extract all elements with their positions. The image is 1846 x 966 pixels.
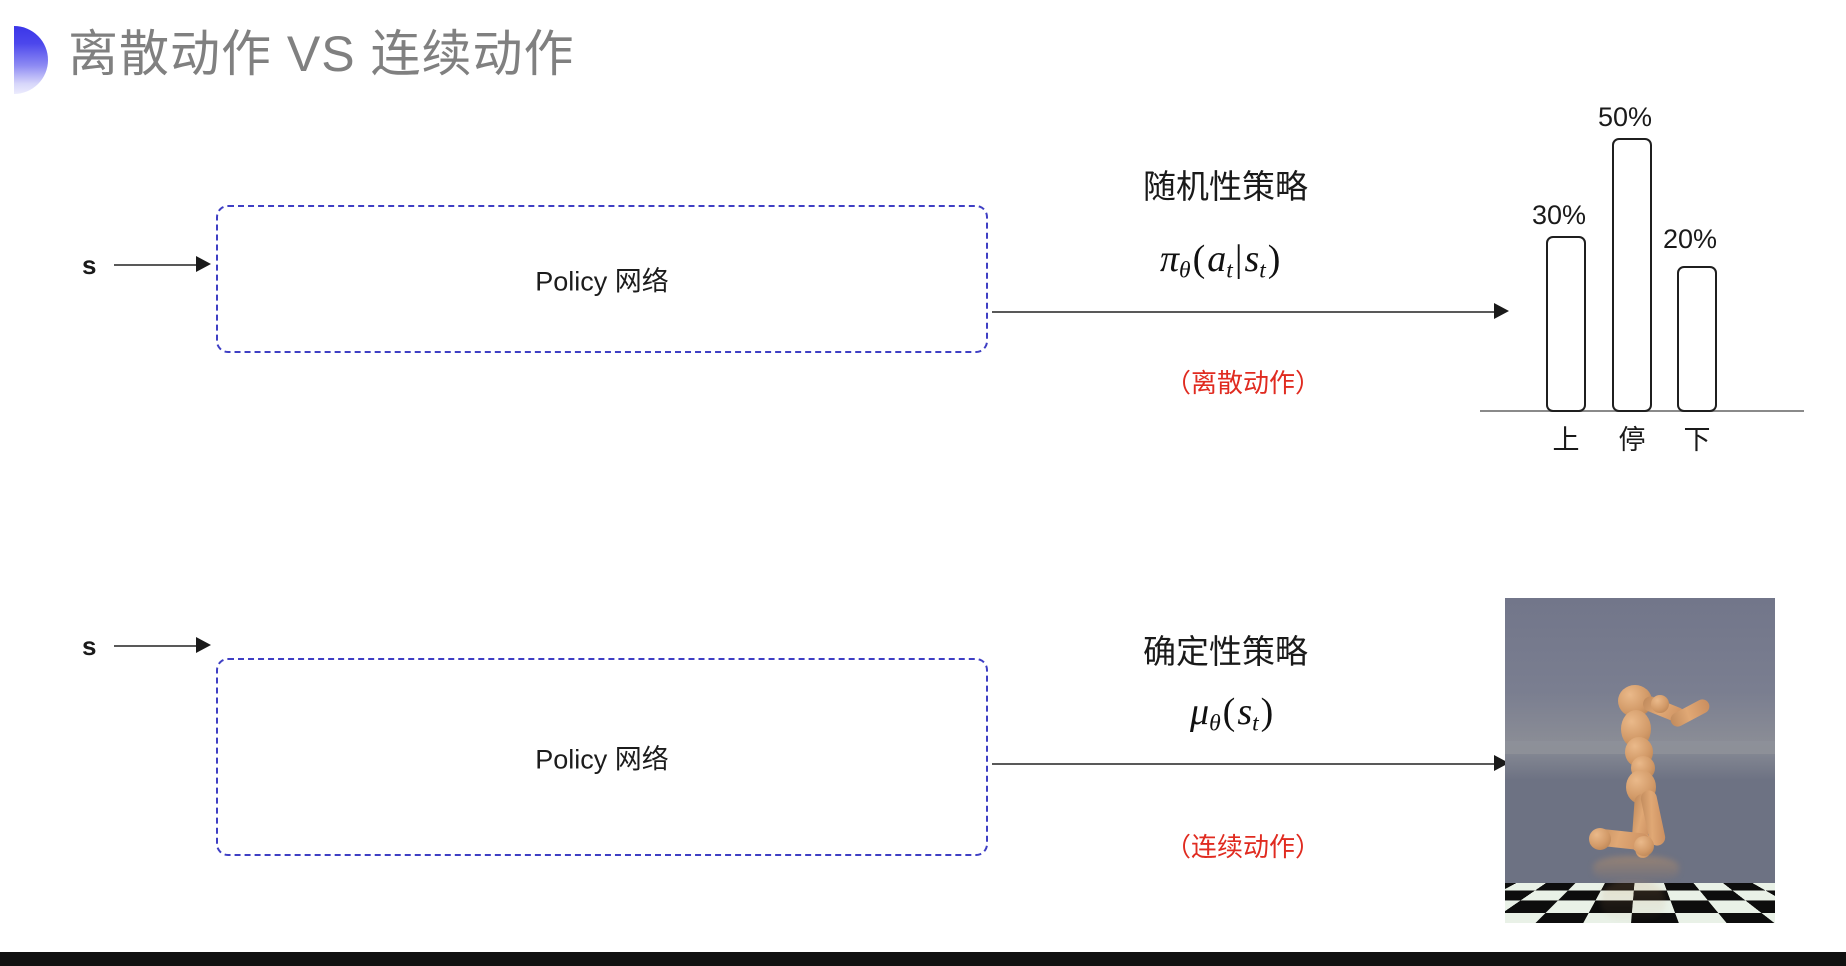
- floor-reflection: [1593, 856, 1679, 882]
- policy-network-box-discrete[interactable]: Policy 网络: [216, 205, 988, 353]
- bar-category-shang: 上: [1552, 425, 1580, 455]
- bar-category-ting: 停: [1618, 425, 1646, 455]
- formula-symbol-mu: μ: [1190, 691, 1210, 733]
- formula-state-2: s: [1237, 691, 1253, 733]
- humanoid-simulation-image: [1505, 598, 1775, 923]
- input-state-label-continuous: s: [82, 631, 97, 661]
- bottom-letterbox-bar: [0, 952, 1846, 966]
- output-arrow-line-discrete: [992, 311, 1498, 313]
- policy-type-label-discrete: 随机性策略: [1143, 168, 1308, 205]
- formula-state-subscript: t: [1259, 257, 1266, 284]
- bar-value-xia: 20%: [1663, 224, 1718, 254]
- policy-network-label-continuous: Policy 网络: [535, 744, 669, 775]
- bar-xia[interactable]: [1677, 266, 1717, 412]
- formula-subscript-theta-2: θ: [1209, 710, 1221, 737]
- humanoid-hand: [1651, 695, 1669, 713]
- formula-state: s: [1244, 238, 1260, 280]
- floor-reflection-lower: [1601, 881, 1665, 921]
- formula-action: a: [1207, 238, 1227, 280]
- bar-category-xia: 下: [1683, 425, 1711, 455]
- input-arrow-line-continuous: [114, 645, 200, 647]
- action-probability-bar-chart: 30% 上 50% 停 20% 下: [1480, 100, 1820, 460]
- output-arrow-head-discrete: [1494, 303, 1509, 319]
- formula-conditional-bar: |: [1234, 238, 1243, 280]
- action-type-note-discrete: （离散动作）: [1165, 368, 1322, 398]
- formula-symbol-pi: π: [1160, 238, 1180, 280]
- policy-network-box-continuous[interactable]: Policy 网络: [216, 658, 988, 856]
- output-arrow-line-continuous: [992, 763, 1498, 765]
- input-arrow-head-discrete: [196, 256, 211, 272]
- formula-paren-close-2: ): [1260, 691, 1274, 733]
- policy-formula-continuous: μθ(st): [1190, 690, 1275, 738]
- formula-paren-open-2: (: [1222, 691, 1236, 733]
- input-arrow-head-continuous: [196, 637, 211, 653]
- title-accent-shape: [14, 26, 48, 94]
- bar-value-ting: 50%: [1598, 102, 1653, 132]
- formula-action-subscript: t: [1226, 257, 1233, 284]
- formula-subscript-theta: θ: [1179, 257, 1191, 284]
- page-title: 离散动作 VS 连续动作: [68, 26, 575, 82]
- formula-paren-open: (: [1192, 238, 1206, 280]
- humanoid-knee: [1634, 836, 1654, 856]
- input-arrow-line-discrete: [114, 264, 200, 266]
- policy-type-label-continuous: 确定性策略: [1143, 633, 1308, 670]
- action-type-note-continuous: （连续动作）: [1165, 832, 1322, 862]
- formula-state-subscript-2: t: [1252, 710, 1259, 737]
- policy-network-label-discrete: Policy 网络: [535, 266, 669, 297]
- bar-ting[interactable]: [1612, 138, 1652, 412]
- formula-paren-close: ): [1267, 238, 1281, 280]
- input-state-label-discrete: s: [82, 250, 97, 280]
- bar-value-shang: 30%: [1532, 200, 1587, 230]
- bar-shang[interactable]: [1546, 236, 1586, 412]
- humanoid-foot: [1589, 828, 1611, 850]
- policy-formula-discrete: πθ(at|st): [1160, 237, 1282, 285]
